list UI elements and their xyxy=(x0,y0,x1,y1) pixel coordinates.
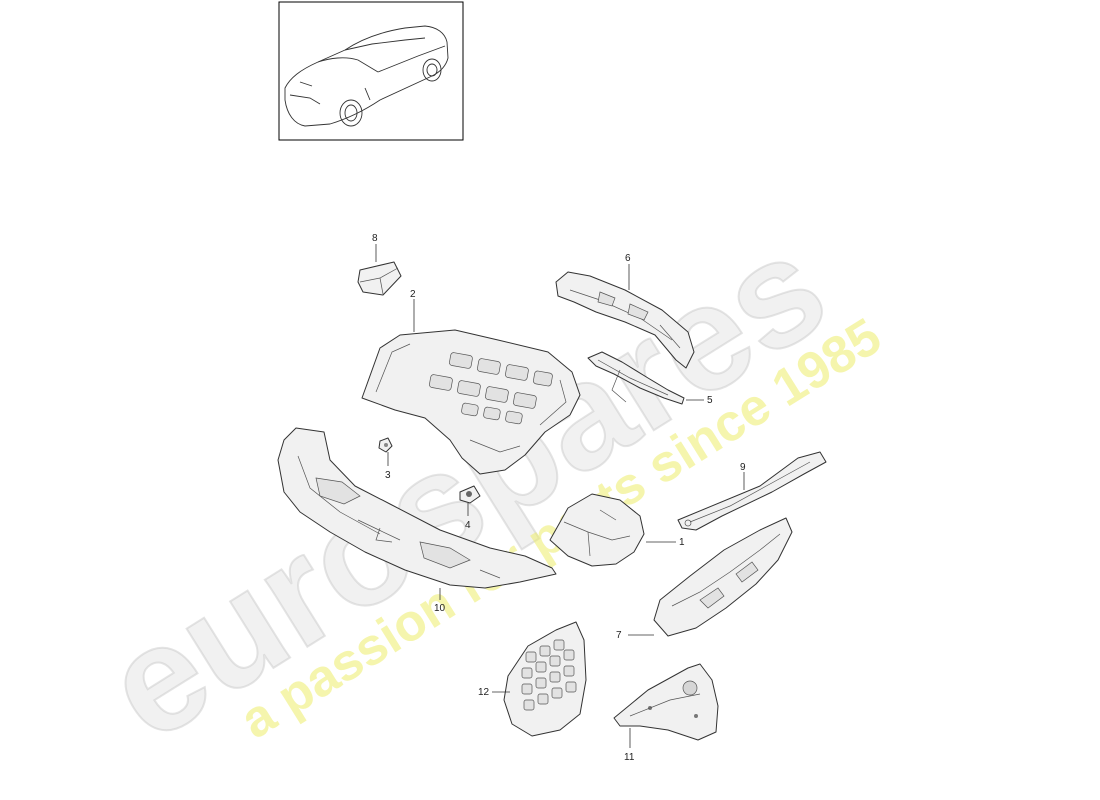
callout-8[interactable]: 8 xyxy=(372,233,378,244)
part-12[interactable] xyxy=(503,621,587,737)
car-icon xyxy=(284,25,449,127)
part-12-grid xyxy=(521,639,577,711)
callout-1[interactable]: 1 xyxy=(679,537,685,548)
callout-6[interactable]: 6 xyxy=(625,253,631,264)
callout-4[interactable]: 4 xyxy=(465,520,471,531)
part-9[interactable] xyxy=(677,451,827,531)
part-11[interactable] xyxy=(613,663,719,741)
part-4[interactable] xyxy=(459,485,481,504)
callout-7[interactable]: 7 xyxy=(616,630,622,641)
part-1[interactable] xyxy=(549,493,645,567)
part-8[interactable] xyxy=(357,261,402,296)
callout-10[interactable]: 10 xyxy=(434,603,446,614)
part-3[interactable] xyxy=(378,437,393,453)
part-7[interactable] xyxy=(653,517,793,637)
callout-5[interactable]: 5 xyxy=(707,395,713,406)
part-6[interactable] xyxy=(555,271,695,369)
callout-12[interactable]: 12 xyxy=(478,687,490,698)
part-2-pockets xyxy=(429,352,553,425)
vehicle-inset[interactable] xyxy=(278,1,464,141)
callout-11[interactable]: 11 xyxy=(624,752,635,763)
part-2[interactable] xyxy=(361,329,581,475)
callout-2[interactable]: 2 xyxy=(410,289,416,300)
watermark-brand: eurospares xyxy=(78,201,853,772)
callout-3[interactable]: 3 xyxy=(385,470,391,481)
part-5[interactable] xyxy=(587,351,685,405)
part-10[interactable] xyxy=(277,427,557,589)
callout-9[interactable]: 9 xyxy=(740,462,746,473)
